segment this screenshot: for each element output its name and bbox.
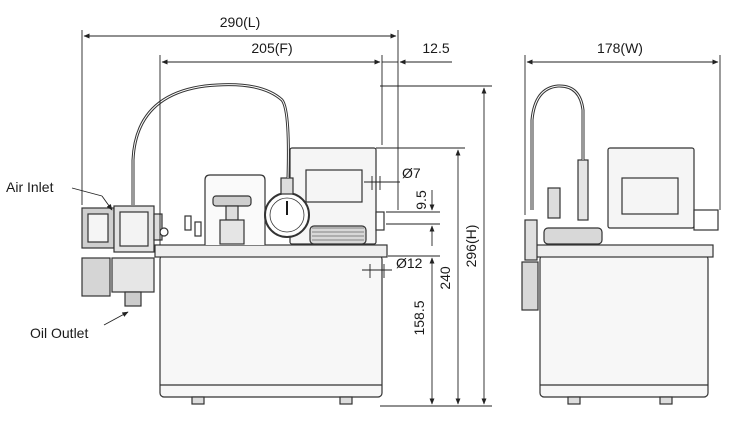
- front-tank: [159, 254, 383, 398]
- front-view: [81, 83, 388, 405]
- dimension-lines: [71, 30, 721, 407]
- front-foot-right: [339, 396, 353, 405]
- oil-outlet-block: [111, 257, 155, 293]
- side-view: [521, 84, 719, 405]
- dim-height-240: 240: [437, 266, 453, 290]
- dim-dia-12: Ø12: [396, 255, 423, 271]
- side-motor-housing: [607, 147, 695, 229]
- air-inlet-leader: [71, 187, 103, 197]
- dim-height: 296(H): [463, 225, 479, 268]
- side-filler-cap: [543, 227, 603, 245]
- dim-height-158: 158.5: [411, 300, 427, 335]
- dim-dia-7: Ø7: [402, 165, 421, 181]
- dim-overall-length: 290(L): [220, 14, 260, 30]
- dim-front-length: 205(F): [251, 40, 292, 56]
- front-lid-plate: [154, 244, 388, 258]
- label-air-inlet: Air Inlet: [6, 179, 54, 195]
- front-foot-left: [191, 396, 205, 405]
- label-oil-outlet: Oil Outlet: [30, 325, 88, 341]
- dim-width: 178(W): [597, 40, 643, 56]
- side-lid-plate: [534, 244, 714, 258]
- filler-cap: [309, 225, 367, 245]
- oil-outlet-leader: [103, 311, 129, 326]
- dim-offset: 12.5: [422, 40, 449, 56]
- valve-knob: [212, 195, 252, 207]
- dim-9-5: 9.5: [413, 190, 429, 210]
- side-tank: [539, 254, 709, 398]
